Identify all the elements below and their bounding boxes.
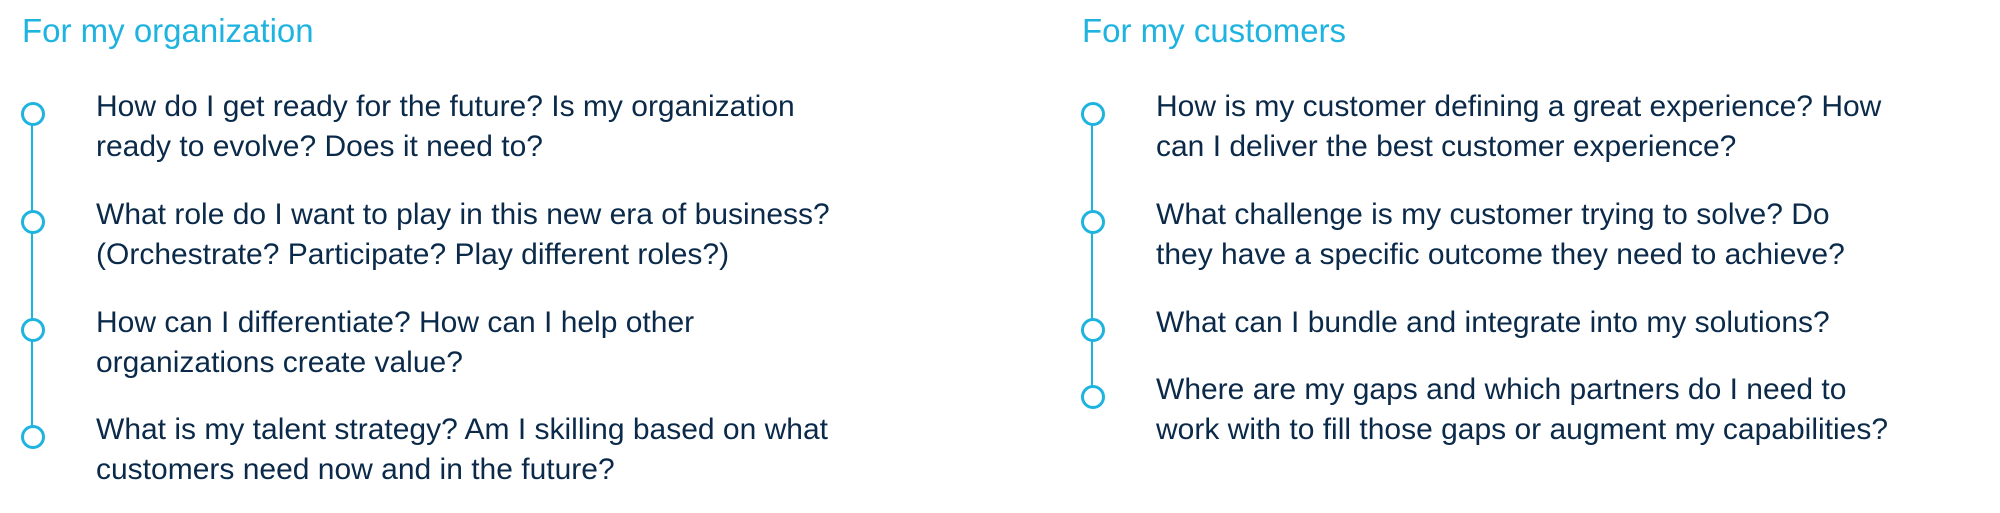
circle-marker-icon [21, 318, 45, 342]
question-text: How is my customer defining a great expe… [1156, 90, 1882, 163]
circle-marker-icon [1081, 318, 1105, 342]
organization-column: For my organization How do I get ready f… [21, 12, 830, 486]
customers-column: For my customers How is my customer defi… [1060, 0, 2000, 513]
question-text: How do I get ready for the future? Is my… [96, 90, 795, 163]
question-text: How can I differentiate? How can I help … [96, 306, 695, 379]
organization-title: For my organization [22, 12, 314, 49]
circle-marker-icon [21, 210, 45, 234]
customers-timeline: How is my customer defining a great expe… [1060, 0, 2000, 513]
timeline-line [1091, 113, 1093, 395]
circle-marker-icon [1081, 210, 1105, 234]
circle-marker-icon [1081, 385, 1105, 409]
circle-marker-icon [21, 102, 45, 126]
question-text: Where are my gaps and which partners do … [1156, 373, 1889, 446]
circle-marker-icon [1081, 102, 1105, 126]
organization-timeline: How do I get ready for the future? Is my… [21, 90, 830, 486]
question-text: What can I bundle and integrate into my … [1156, 306, 1830, 339]
timeline-line [31, 113, 33, 433]
question-text: What is my talent strategy? Am I skillin… [96, 413, 828, 486]
customers-title: For my customers [1082, 12, 1347, 49]
question-text: What role do I want to play in this new … [96, 198, 830, 271]
question-text: What challenge is my customer trying to … [1156, 198, 1845, 271]
circle-marker-icon [21, 425, 45, 449]
